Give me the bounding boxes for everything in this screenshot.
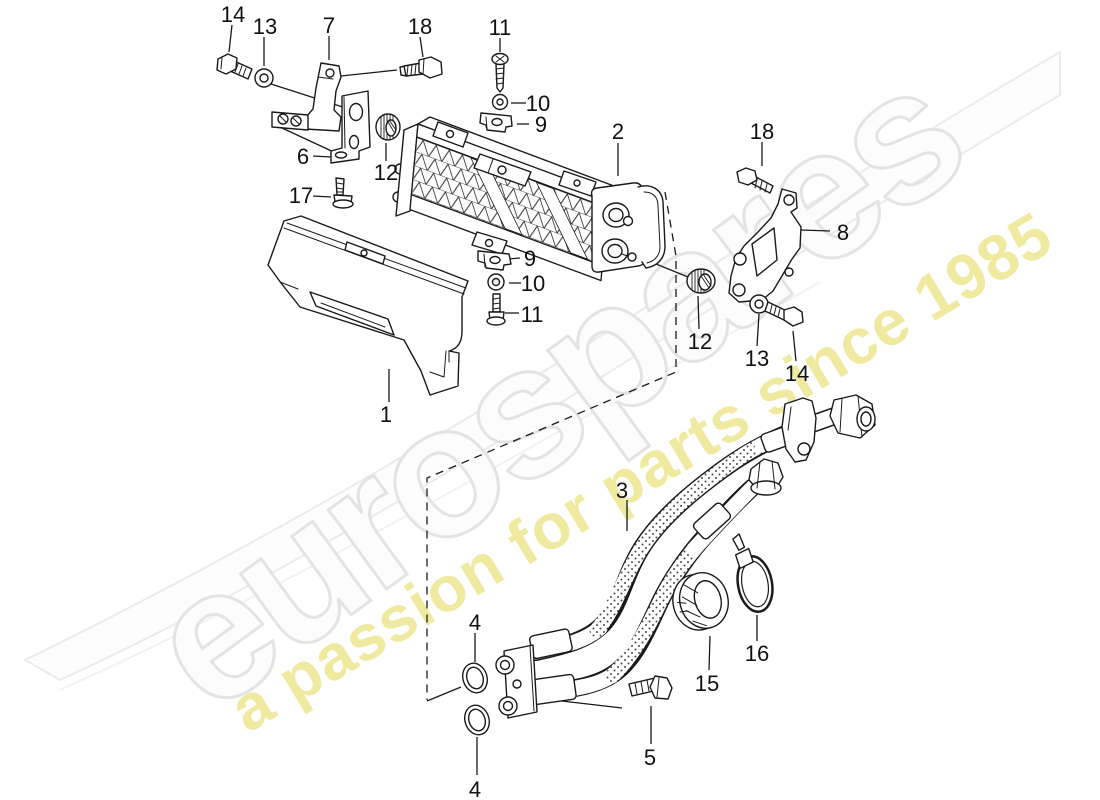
callout-6: 6 [297, 144, 309, 169]
part-washer-10-lower [487, 273, 505, 291]
callout-10-lower: 10 [521, 271, 545, 296]
callout-7: 7 [323, 13, 335, 38]
callout-13-right: 13 [745, 346, 769, 371]
part-clip-9-upper [479, 112, 513, 133]
callout-9-lower: 9 [524, 246, 536, 271]
callout-leader-lines [228, 24, 831, 775]
part-bolt-5 [628, 675, 673, 700]
callout-3: 3 [616, 478, 628, 503]
callout-2: 2 [612, 119, 624, 144]
part-bolt-18-right [736, 167, 774, 194]
part-oring-4-upper [461, 662, 489, 694]
callout-12-left: 12 [374, 160, 398, 185]
callout-4-lower: 4 [469, 777, 481, 800]
callout-14-upper: 14 [221, 2, 245, 27]
callout-11-upper: 11 [489, 15, 512, 40]
callout-18-right: 18 [750, 119, 774, 144]
part-washer-10-upper [491, 93, 509, 111]
part-clamp-16 [732, 533, 774, 613]
part-bolt-18-upper [399, 56, 443, 79]
callout-17: 17 [289, 183, 313, 208]
part-oil-pipes-3 [495, 394, 876, 719]
callout-1: 1 [380, 402, 392, 427]
callout-10-upper: 10 [526, 91, 550, 116]
callout-14-right: 14 [785, 361, 809, 386]
part-washer-13-upper [254, 68, 274, 88]
part-oring-4-lower [463, 704, 491, 736]
callout-8: 8 [837, 220, 849, 245]
part-screw-17 [332, 177, 354, 209]
part-grommet-12-right [686, 268, 716, 294]
part-oil-cooler-2 [392, 116, 666, 282]
part-clip-9-lower [477, 250, 512, 271]
part-bolt-14-right [764, 301, 804, 327]
callout-9-upper: 9 [535, 112, 547, 137]
part-screw-11-upper [491, 52, 509, 93]
part-air-duct-1 [267, 215, 469, 396]
callout-15: 15 [695, 671, 719, 696]
part-bracket-7 [271, 62, 342, 132]
callout-11-lower: 11 [521, 302, 544, 327]
part-bracket-6 [330, 90, 371, 164]
part-grommet-15 [672, 572, 729, 631]
callout-5: 5 [644, 745, 656, 770]
watermark-swoosh [22, 50, 1061, 682]
callout-16: 16 [745, 641, 769, 666]
callout-13-upper: 13 [253, 14, 277, 39]
callout-4-upper: 4 [469, 610, 481, 635]
callout-18-upper: 18 [408, 14, 432, 39]
callout-labels: 14 13 7 18 11 10 9 6 12 17 2 18 8 12 13 … [221, 2, 849, 800]
part-grommet-12-left [375, 113, 401, 141]
part-bolt-14-upper [216, 53, 253, 80]
part-screw-11-lower [486, 293, 506, 326]
part-washer-13-right [749, 294, 769, 314]
callout-12-right: 12 [688, 329, 712, 354]
